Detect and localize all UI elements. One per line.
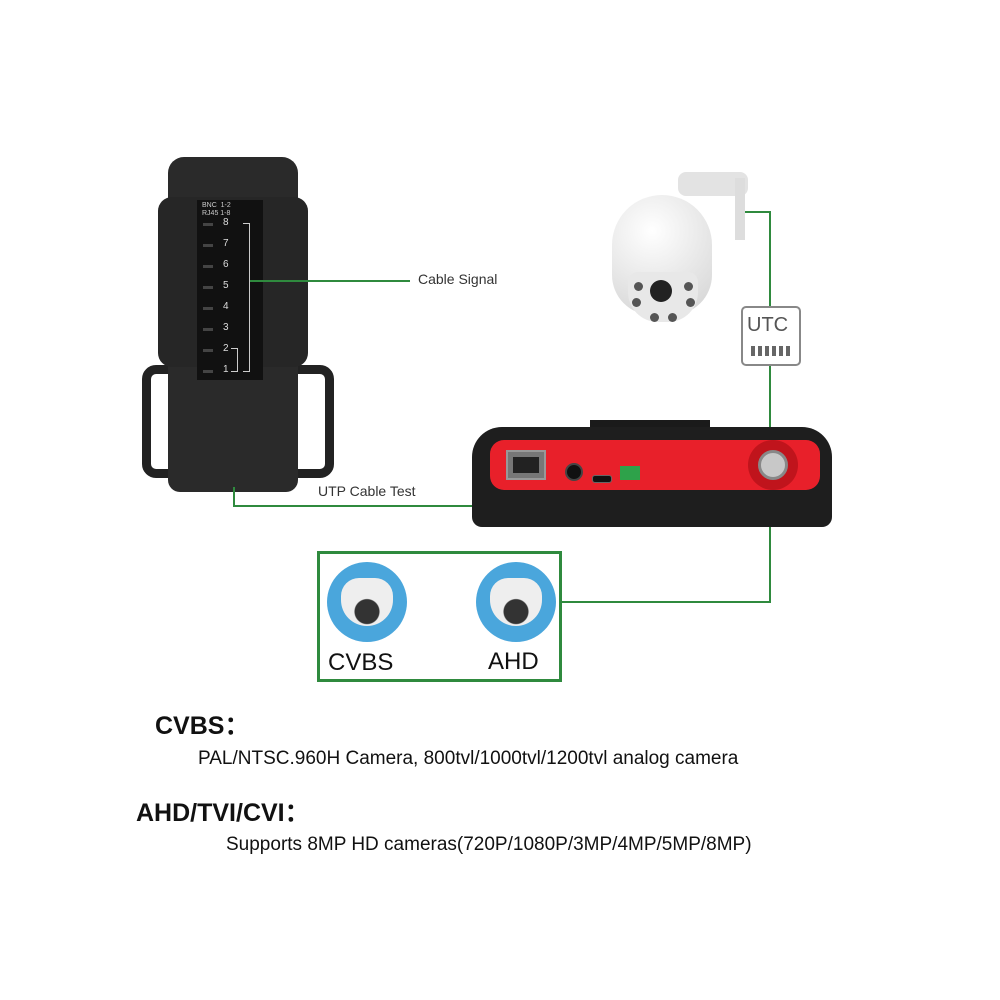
led-8: 8 (203, 217, 253, 231)
dc-jack-icon (565, 463, 583, 481)
rj45-port-icon (506, 450, 546, 480)
tester-header: BNC 1-2 RJ45 1-8 (202, 202, 231, 217)
ir-led-icon (686, 298, 695, 307)
tester-led-panel: BNC 1-2 RJ45 1-8 8 7 6 5 4 3 2 1 (197, 200, 263, 380)
ahd-camera-icon (476, 562, 556, 642)
ir-led-icon (650, 313, 659, 322)
cable-signal-line (250, 280, 410, 282)
bnc-connector-icon (758, 450, 788, 480)
utp-line-v1 (233, 487, 235, 507)
led-6: 6 (203, 259, 253, 273)
utp-cable-test-label: UTP Cable Test (318, 483, 416, 499)
utc-badge: UTC (741, 306, 801, 366)
usb-port-icon (592, 475, 612, 483)
camera-types-box (317, 551, 562, 682)
ir-led-icon (684, 282, 693, 291)
led-7: 7 (203, 238, 253, 252)
ptz-wall-mount (735, 178, 745, 240)
cable-signal-label: Cable Signal (418, 271, 498, 287)
bnc-line-h (562, 601, 771, 603)
terminal-block-icon (620, 466, 640, 480)
ir-led-icon (634, 282, 643, 291)
cvbs-label: CVBS (328, 649, 394, 676)
cvbs-camera-icon (327, 562, 407, 642)
spec-desc-cvbs: PAL/NTSC.960H Camera, 800tvl/1000tvl/120… (198, 748, 739, 769)
ir-led-icon (668, 313, 677, 322)
led-5: 5 (203, 280, 253, 294)
ahd-label: AHD (488, 648, 539, 675)
bnc-line-v (769, 510, 771, 602)
led-1: 1 (203, 364, 253, 378)
rj45-bracket (243, 223, 250, 372)
utp-line-h (233, 505, 528, 507)
ptz-line-h (745, 211, 770, 213)
spec-desc-ahd: Supports 8MP HD cameras(720P/1080P/3MP/4… (226, 834, 752, 855)
led-3: 3 (203, 322, 253, 336)
led-2: 2 (203, 343, 253, 357)
utc-label: UTC (747, 314, 789, 336)
utc-dots-icon (751, 346, 793, 356)
spec-title-ahd: AHD/TVI/CVI： (136, 799, 310, 827)
ptz-lens-icon (650, 280, 672, 302)
spec-title-cvbs: CVBS： (155, 712, 250, 740)
ir-led-icon (632, 298, 641, 307)
led-4: 4 (203, 301, 253, 315)
bnc-bracket (231, 348, 238, 372)
